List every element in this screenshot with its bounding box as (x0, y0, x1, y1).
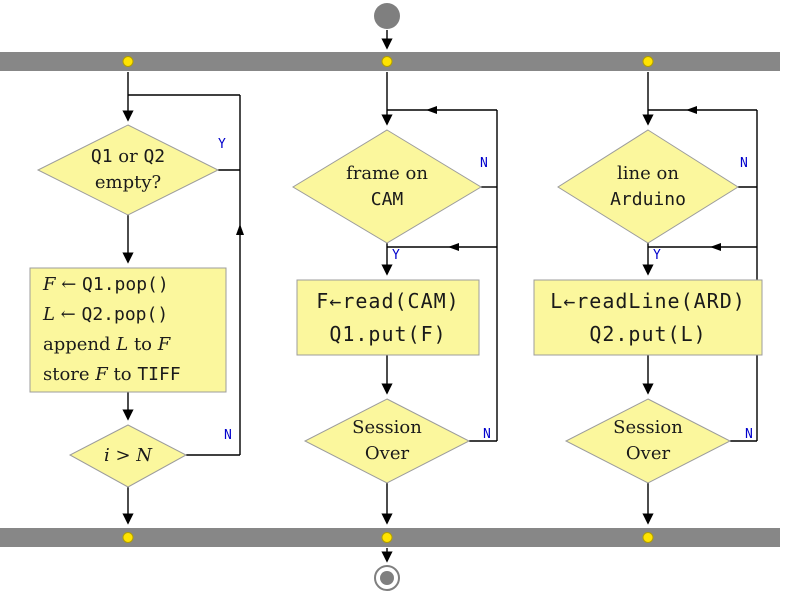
decision-line-on-arduino (557, 129, 739, 244)
fork-dot-middle (381, 56, 393, 67)
decision-queues-empty (36, 124, 220, 216)
process-read-arduino-text: L←readLine(ARD)Q2.put(L) (550, 288, 746, 346)
branch-label-t1-no: N (224, 428, 232, 443)
process-read-cam-text: F←read(CAM)Q1.put(F) (316, 288, 460, 346)
decision-session-over-arduino (564, 398, 732, 484)
fork-dot-right (642, 56, 654, 67)
left-arrowhead-t3-return1 (686, 106, 697, 114)
fork-dot-left (122, 56, 134, 67)
decision-i-greater-n-text: i > N (103, 445, 153, 466)
branch-label-t3-no1: N (740, 156, 748, 171)
left-arrowhead-t2-return2 (448, 243, 459, 251)
process-pop-and-store (29, 267, 227, 393)
left-arrowhead-t2-return1 (426, 106, 437, 114)
left-arrowhead-t3-return2 (710, 243, 721, 251)
branch-label-t3-yes: Y (653, 248, 661, 263)
edges-thread-2 (381, 72, 498, 525)
decision-frame-on-cam (292, 129, 482, 244)
edges-thread-1 (122, 72, 244, 525)
branch-label-t2-yes: Y (392, 248, 400, 263)
end-node-core (380, 571, 394, 585)
join-dot-left (122, 532, 134, 543)
join-dot-middle (381, 532, 393, 543)
decision-i-greater-n (68, 424, 188, 488)
branch-label-t3-no2: N (745, 427, 753, 442)
process-read-arduino (533, 279, 763, 356)
branch-label-t2-no1: N (480, 156, 488, 171)
branch-label-t1-yes: Y (218, 137, 226, 152)
decision-session-over-cam (303, 398, 471, 484)
join-dot-right (642, 532, 654, 543)
branch-label-t2-no2: N (483, 427, 491, 442)
edges-thread-3 (642, 72, 758, 525)
up-arrowhead-t1-return (236, 224, 244, 235)
start-node (374, 3, 400, 29)
process-read-cam (296, 279, 480, 356)
